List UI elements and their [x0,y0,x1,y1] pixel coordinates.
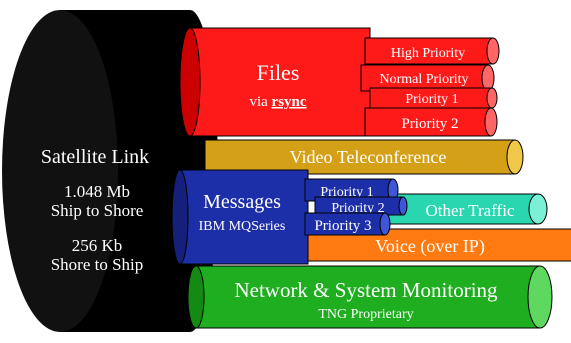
svg-text:Priority 1: Priority 1 [405,92,458,107]
files-priority-high: High Priority [364,37,500,65]
svg-text:Priority 3: Priority 3 [314,218,371,234]
network-sublabel: TNG Proprietary [318,307,413,322]
messages-title: Messages [203,191,281,213]
svg-text:Priority 2: Priority 2 [331,201,384,216]
satellite-down-rate: 256 Kb [72,236,123,255]
messages-subtitle: IBM MQSeries [199,219,286,234]
messages-priority-3: Priority 3 [304,212,391,236]
other-traffic-pipe: Other Traffic [379,193,548,225]
satellite-labels: Satellite Link 1.048 Mb Ship to Shore 25… [41,146,149,274]
satellite-title: Satellite Link [41,146,149,168]
files-via: via rsync [249,94,306,110]
video-label: Video Teleconference [290,147,447,167]
network-label: Network & System Monitoring [234,278,498,302]
voice-label: Voice (over IP) [375,236,485,257]
files-pipe: Files via rsync [179,27,371,137]
video-pipe: Video Teleconference [204,139,524,175]
files-priority-1: Priority 1 [369,87,498,109]
satellite-up-direction: Ship to Shore [51,201,144,220]
svg-text:High Priority: High Priority [391,46,465,61]
other-traffic-label: Other Traffic [426,201,515,220]
svg-text:Priority 2: Priority 2 [401,116,458,132]
rsync-label: rsync [272,94,307,110]
satellite-up-rate: 1.048 Mb [64,182,130,201]
network-monitoring-pipe: Network & System Monitoring TNG Propriet… [187,265,553,329]
svg-text:Priority 1: Priority 1 [320,185,373,200]
messages-priority-1: Priority 1 [304,178,399,202]
files-priority-normal: Normal Priority [360,64,495,92]
messages-pipe: Messages IBM MQSeries [171,169,309,265]
files-priority-2: Priority 2 [364,107,498,137]
messages-priority-2: Priority 2 [314,196,408,216]
satellite-down-direction: Shore to Ship [51,255,144,274]
svg-text:Normal Priority: Normal Priority [379,72,468,87]
files-title: Files [257,60,300,85]
